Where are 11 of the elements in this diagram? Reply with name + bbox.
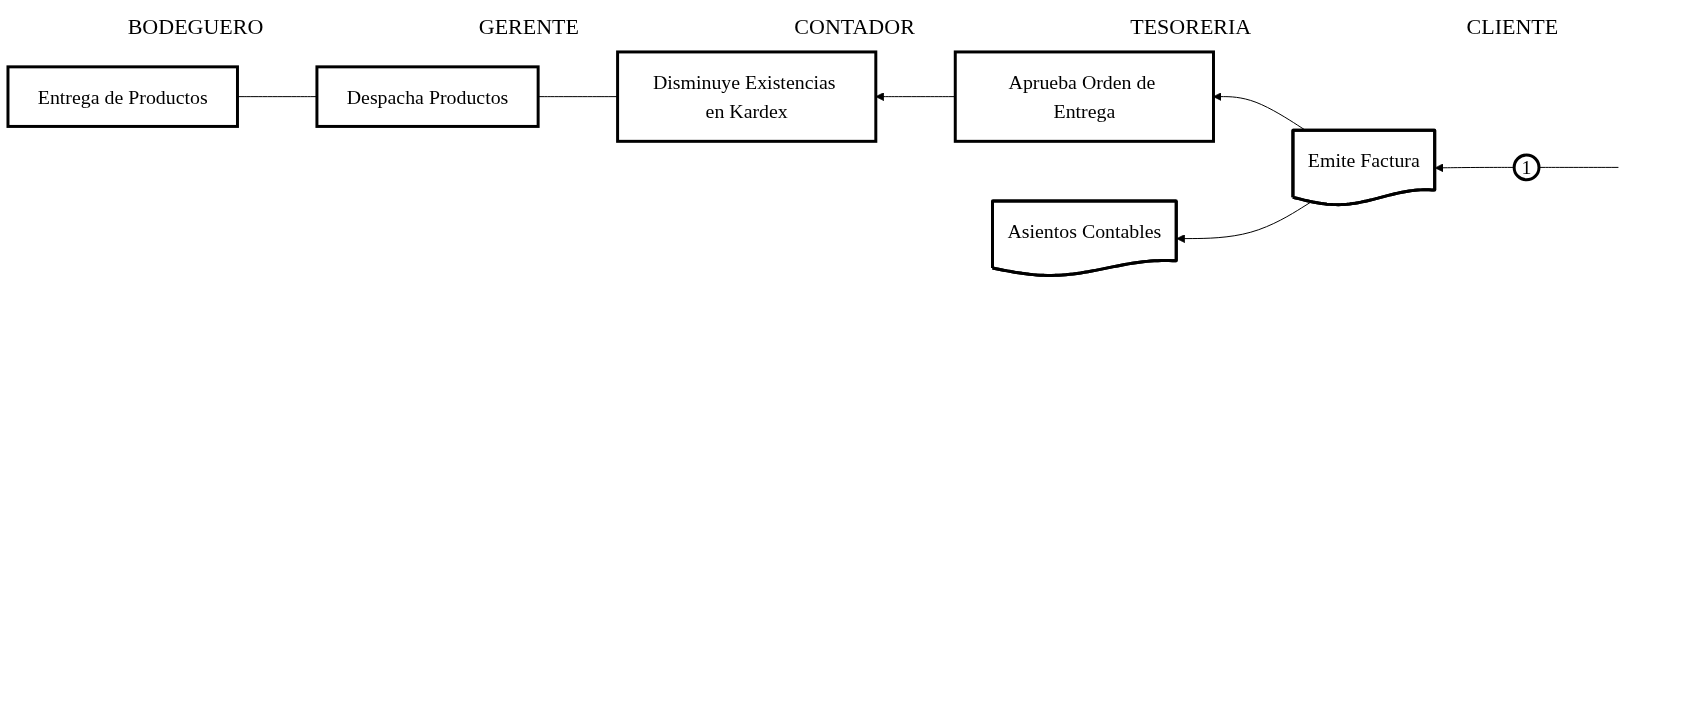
- lane-label: CONTADOR: [794, 14, 915, 40]
- lane-label: CLIENTE: [1466, 14, 1559, 40]
- node-box: Disminuye Existencias en Kardex: [616, 50, 878, 143]
- lane-label: TESORERIA: [1130, 14, 1252, 40]
- node-box: Despacha Productos: [315, 65, 540, 128]
- connector: [1538, 166, 1619, 168]
- node-circle: 1: [1512, 153, 1541, 182]
- lane-label: BODEGUERO: [127, 14, 264, 40]
- node-box: Aprueba Orden de Entrega: [953, 50, 1215, 143]
- lane-label: GERENTE: [478, 14, 579, 40]
- node-box: Entrega de Productos: [6, 65, 239, 128]
